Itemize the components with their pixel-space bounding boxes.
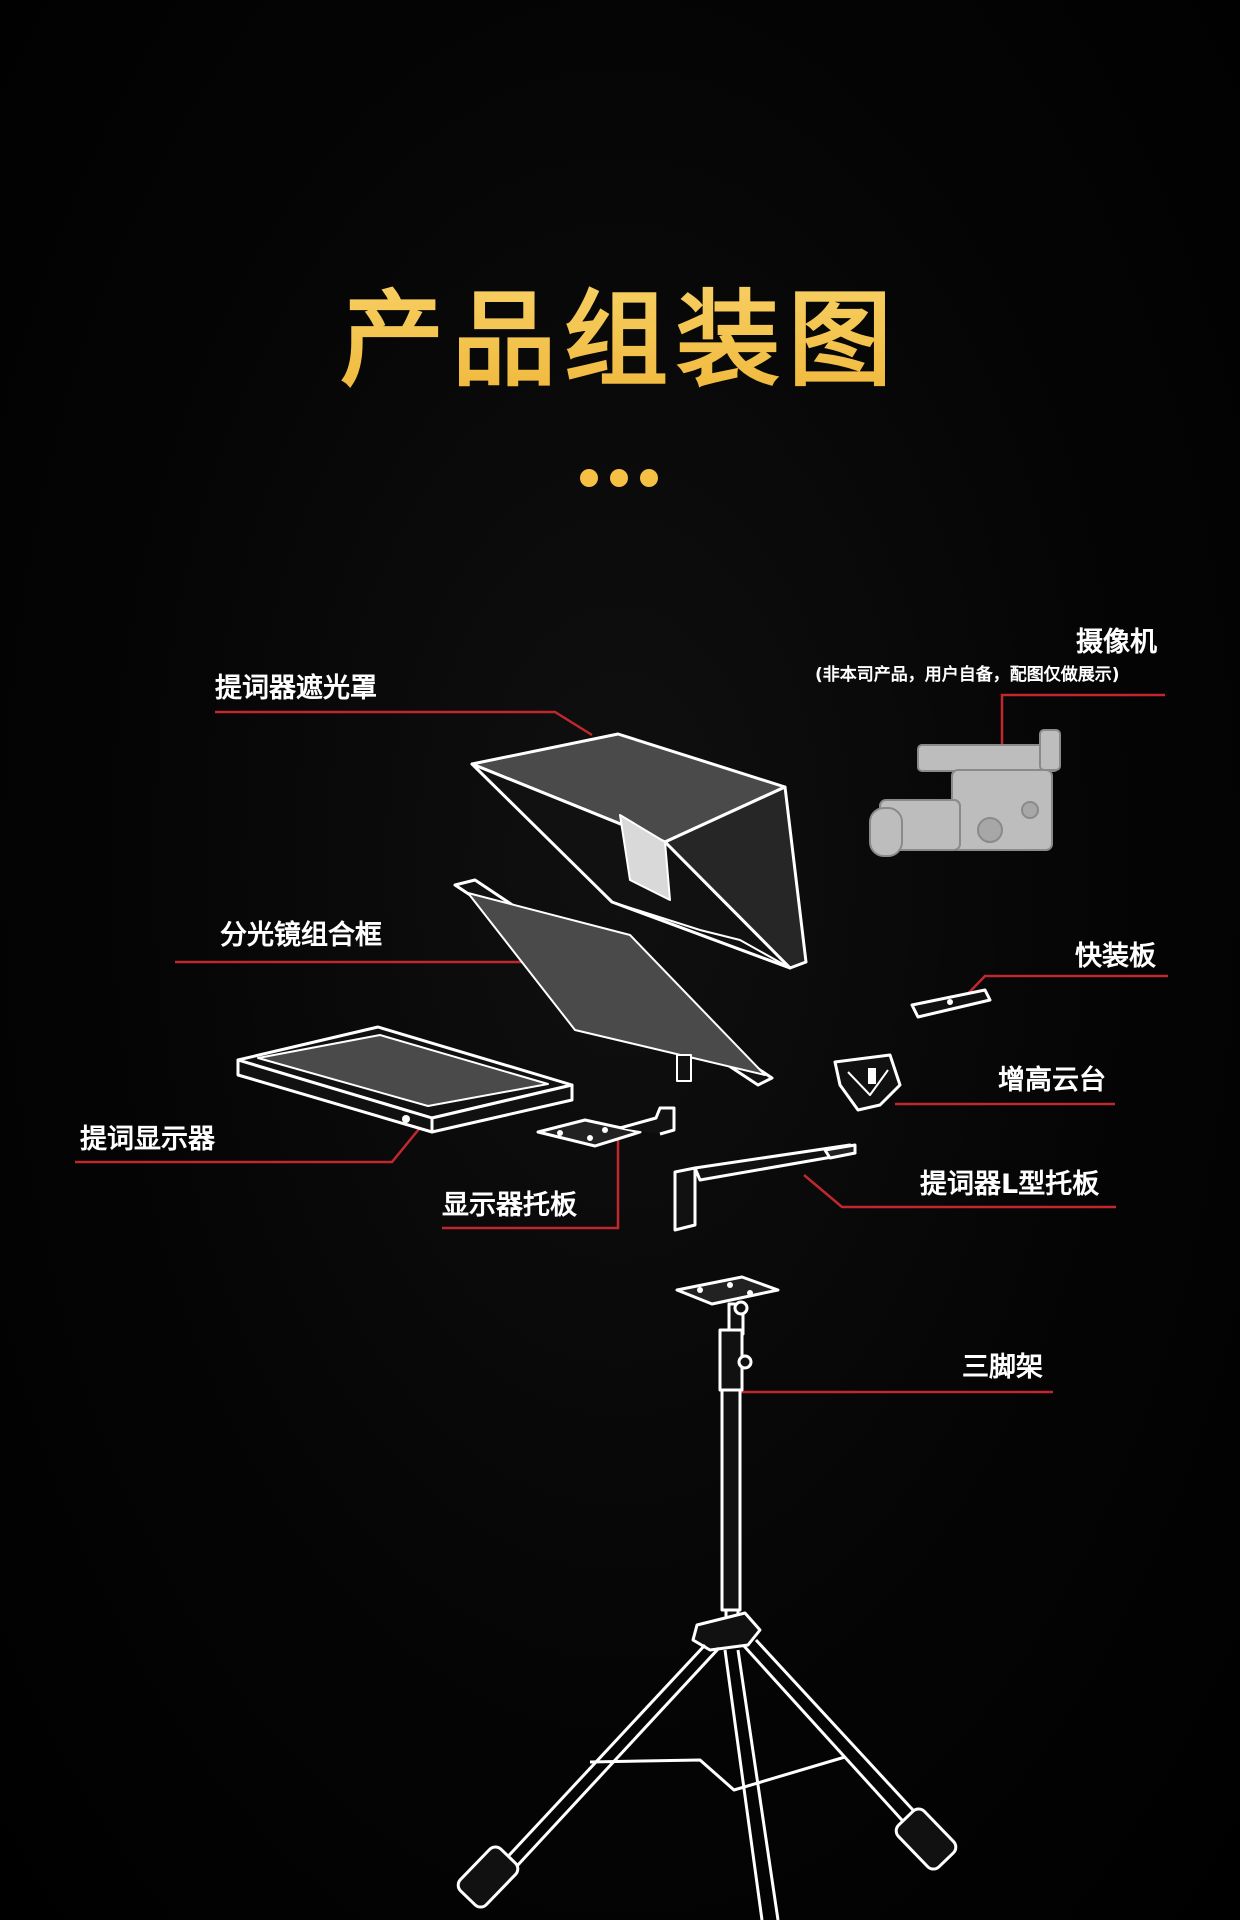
leader-hood: [215, 710, 593, 737]
page-title: 产品组装图: [0, 255, 1240, 406]
hood-illustration: [470, 732, 808, 970]
label-beamsplitter: 分光镜组合框: [220, 920, 382, 951]
l-bracket-illustration: [673, 1143, 857, 1232]
label-riser-head: 增高云台: [998, 1065, 1106, 1096]
camera-illustration: [869, 729, 1061, 857]
label-camera: 摄像机: [1076, 627, 1157, 658]
beamsplitter-illustration: [453, 878, 774, 1087]
label-monitor-tray: 显示器托板: [442, 1190, 577, 1221]
quick-plate-illustration: [910, 988, 992, 1019]
label-monitor: 提词显示器: [80, 1124, 215, 1155]
label-tripod: 三脚架: [962, 1352, 1043, 1383]
label-hood: 提词器遮光罩: [215, 673, 377, 704]
leader-monitor-tray: [442, 1138, 620, 1230]
dot-3: [640, 469, 658, 487]
label-quick-plate: 快装板: [1075, 941, 1156, 972]
riser-head-illustration: [833, 1053, 902, 1112]
dot-2: [610, 469, 628, 487]
dot-1: [580, 469, 598, 487]
label-camera-note: (非本司产品，用户自备，配图仅做展示): [815, 665, 1120, 685]
decorative-dots: [580, 469, 670, 491]
label-l-bracket: 提词器L型托板: [920, 1169, 1100, 1200]
monitor-illustration: [236, 1025, 574, 1134]
leader-l-bracket: [803, 1174, 1116, 1209]
monitor-tray-illustration: [536, 1106, 676, 1148]
tripod-illustration: [456, 1275, 958, 1920]
